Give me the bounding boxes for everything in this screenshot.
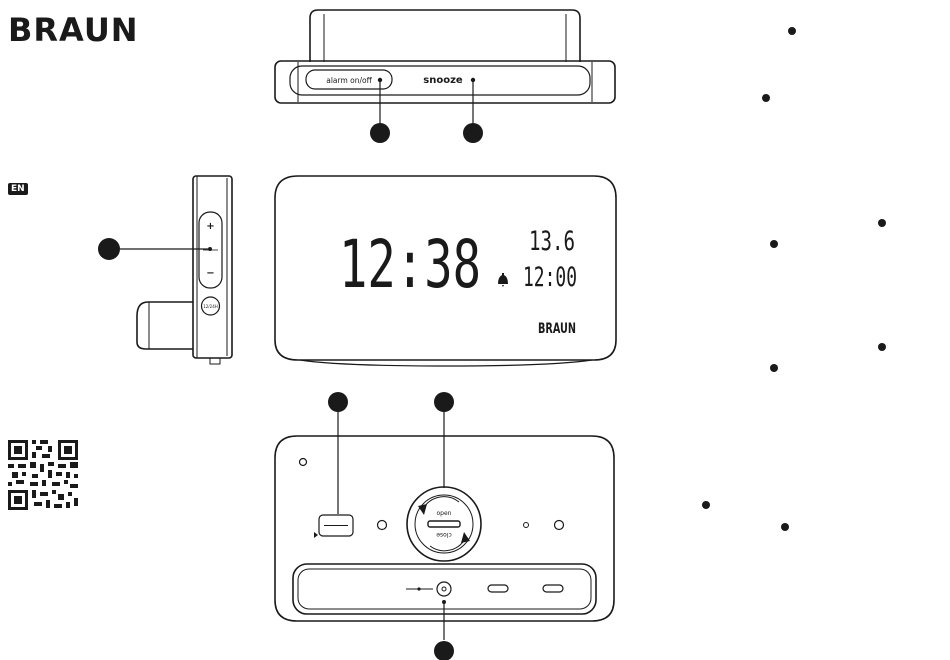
callout-marker	[370, 123, 390, 143]
legend-bullet	[762, 94, 770, 102]
legend-bullet	[788, 27, 796, 35]
usb-port-1	[488, 585, 508, 592]
dial-close-label: close	[436, 531, 452, 538]
side-stand	[137, 302, 193, 349]
display-brand-mark: BRAUN	[538, 321, 576, 337]
back-view	[275, 410, 614, 640]
mode-button-label: 12/24H	[203, 304, 218, 309]
top-view-body	[310, 10, 580, 62]
usb-port-2	[543, 585, 563, 592]
callout-marker	[463, 123, 483, 143]
callout-marker	[98, 238, 120, 260]
legend-bullet	[781, 523, 789, 531]
display-date: 13.6	[529, 226, 575, 257]
battery-cover-dial	[407, 487, 481, 561]
alarm-button-label: alarm on/off	[326, 76, 372, 85]
snooze-label: snooze	[423, 75, 463, 86]
callout-marker	[434, 641, 454, 660]
display-time: 12:38	[339, 226, 481, 303]
alarm-bell-icon	[498, 273, 508, 287]
dial-open-label: open	[437, 510, 452, 517]
side-plus-label: +	[206, 221, 214, 232]
legend-bullet	[878, 219, 886, 227]
qr-code-icon[interactable]	[8, 440, 78, 510]
legend-bullets	[702, 27, 886, 531]
brand-logo: BRAUN	[8, 14, 139, 46]
legend-bullet	[878, 343, 886, 351]
legend-bullet	[770, 240, 778, 248]
dc-socket	[437, 582, 451, 596]
callout-markers	[98, 123, 483, 660]
language-badge: EN	[8, 183, 28, 195]
side-view	[120, 176, 232, 364]
display-alarm-time: 12:00	[523, 262, 577, 293]
top-view	[275, 10, 615, 124]
side-minus-label: −	[206, 268, 214, 279]
legend-bullet	[702, 501, 710, 509]
callout-marker	[328, 392, 348, 412]
callout-marker	[434, 392, 454, 412]
legend-bullet	[770, 364, 778, 372]
